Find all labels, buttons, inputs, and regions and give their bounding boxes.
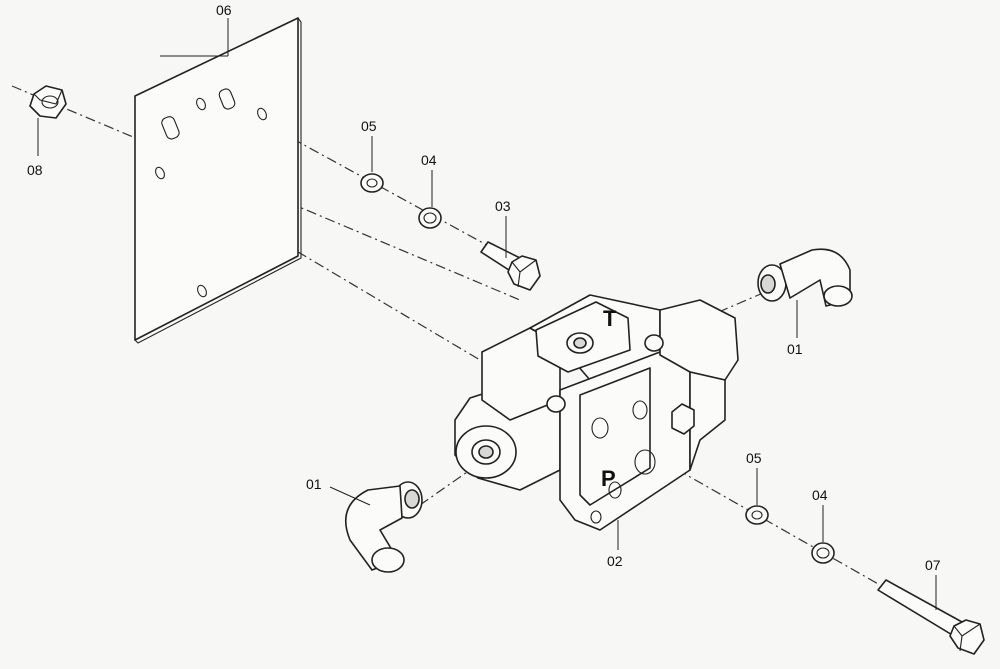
- long-bolt-head: [949, 619, 985, 655]
- washer-lower-inner: [751, 510, 763, 520]
- washer-upper-outer: [360, 173, 384, 193]
- mounting-plate: [134, 17, 302, 344]
- valve-front-hole-5: [590, 510, 602, 524]
- long-bolt-head-facet: [959, 635, 963, 652]
- left-fitting-outlet: [371, 547, 405, 573]
- callout-06: 06: [216, 2, 232, 18]
- valve-front-hole-1: [591, 417, 609, 439]
- valve-bolt-boss-top: [644, 334, 664, 352]
- plate-slot-left: [161, 116, 180, 140]
- valve-front-hole-3: [634, 449, 656, 475]
- long-bolt: [877, 579, 985, 655]
- leader-01b: [329, 486, 371, 506]
- axis-right-fitting: [699, 289, 771, 321]
- washer-lower: [745, 505, 769, 525]
- plate-hole-4: [197, 284, 207, 298]
- callout-01-right: 01: [787, 341, 803, 357]
- valve-right-housing: [659, 299, 739, 381]
- spring-washer-lower-outer: [811, 542, 835, 564]
- spring-washer-upper-inner: [423, 212, 437, 224]
- callout-labels: 06 08 05 04 03 01 01 02 05 04 07: [27, 2, 941, 573]
- callout-03: 03: [495, 198, 511, 214]
- nut-face-edge: [33, 89, 63, 105]
- nut-thread: [41, 95, 59, 109]
- plate-slot-right: [218, 88, 236, 110]
- callout-05-upper: 05: [361, 118, 377, 134]
- callout-08: 08: [27, 162, 43, 178]
- washer-upper: [360, 173, 384, 193]
- right-fitting-bore: [760, 274, 776, 294]
- valve-bolt-boss-left: [546, 395, 566, 413]
- washer-upper-inner: [366, 178, 378, 188]
- plate-body: [134, 17, 299, 341]
- plate-edge: [134, 17, 302, 344]
- valve-left-port-bore: [478, 445, 494, 459]
- callout-04-lower: 04: [812, 487, 828, 503]
- spring-washer-upper-outer: [418, 207, 442, 229]
- callout-04-upper: 04: [421, 152, 437, 168]
- washer-lower-outer: [745, 505, 769, 525]
- valve-block: T P: [454, 294, 739, 531]
- valve-flange-bore: [573, 337, 587, 349]
- axis-left-fitting: [419, 469, 471, 506]
- hex-nut: [29, 85, 67, 119]
- plate-hole-1: [196, 97, 206, 111]
- elbow-fitting-left: [344, 481, 423, 573]
- callout-02: 02: [607, 553, 623, 569]
- port-label-p: P: [601, 466, 616, 491]
- valve-right-lower-housing: [689, 371, 726, 471]
- plate-hole-3: [155, 166, 165, 180]
- valve-front-hole-4: [608, 481, 622, 499]
- leader-lines: [37, 18, 937, 610]
- short-bolt-head-facet: [517, 271, 521, 288]
- callout-07: 07: [925, 557, 941, 573]
- valve-side-plug: [671, 403, 695, 435]
- spring-washer-upper: [418, 207, 442, 229]
- elbow-fitting-right: [757, 248, 853, 307]
- right-fitting-outlet: [823, 285, 853, 307]
- short-bolt-head: [507, 255, 541, 291]
- callout-05-lower: 05: [746, 450, 762, 466]
- spring-washer-lower: [811, 542, 835, 564]
- spring-washer-lower-inner: [816, 547, 830, 559]
- long-bolt-shank: [877, 579, 963, 637]
- valve-front-hole-2: [632, 400, 648, 420]
- port-label-t: T: [603, 306, 617, 331]
- callout-01-left: 01: [306, 476, 322, 492]
- short-bolt: [480, 241, 541, 291]
- left-fitting-bore: [404, 489, 420, 509]
- plate-hole-2: [257, 107, 267, 121]
